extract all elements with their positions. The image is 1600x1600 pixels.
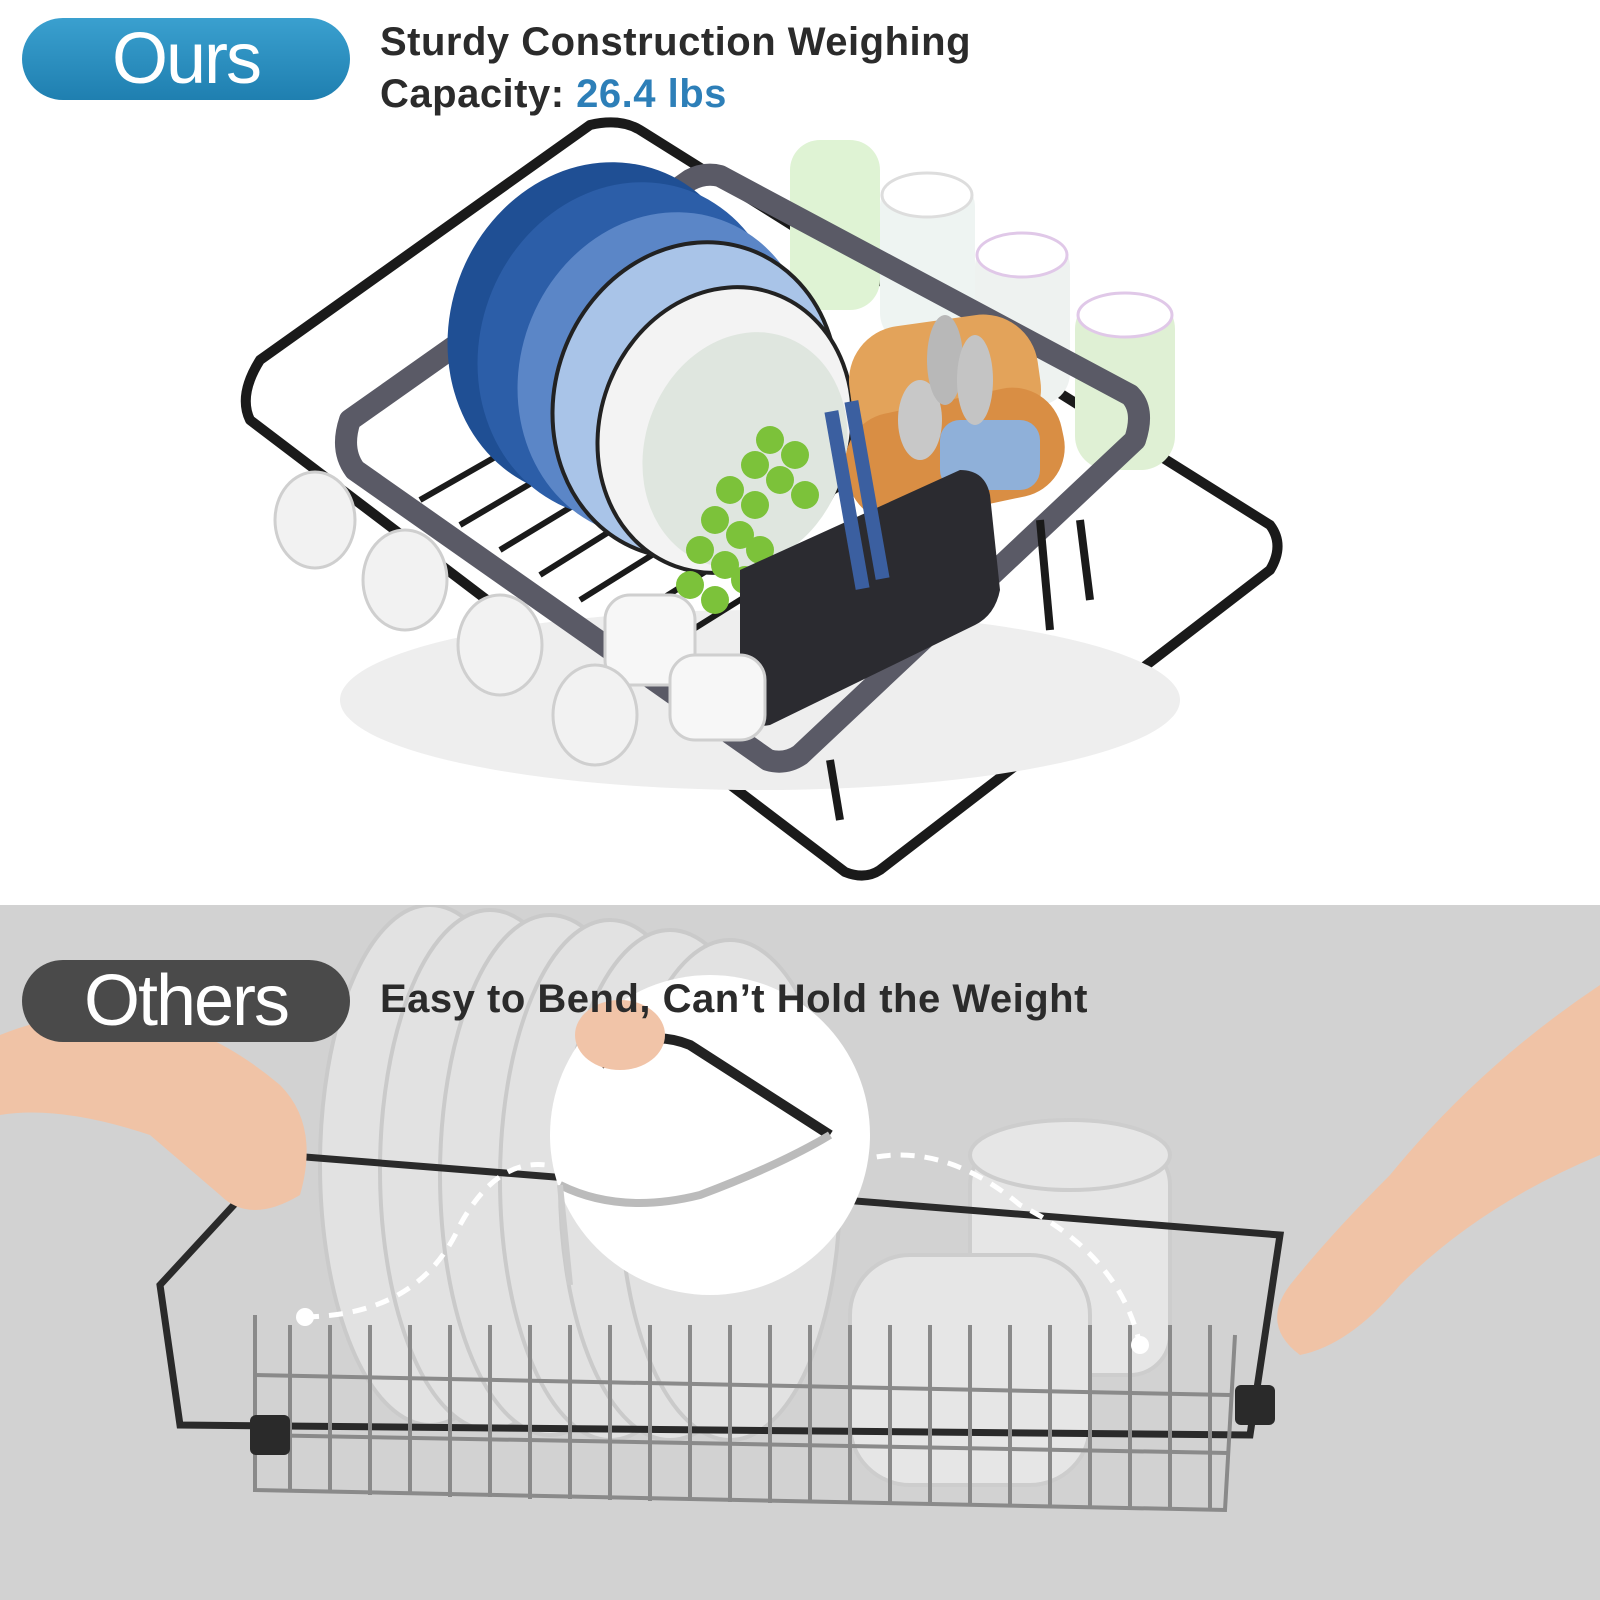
rack-legs — [826, 519, 1094, 821]
bend-point-right — [1131, 1336, 1149, 1354]
others-dish-rack-illustration — [0, 905, 1600, 1513]
ours-badge: Ours — [22, 18, 350, 100]
magnifier-circle — [550, 975, 870, 1295]
hands — [0, 985, 1600, 1355]
wire-basket — [156, 1151, 1285, 1513]
ours-panel: Ours Sturdy Construction Weighing Capaci… — [22, 16, 1283, 881]
others-badge: Others — [22, 960, 350, 1042]
basket-rim — [335, 163, 1150, 773]
bend-point-left — [296, 1308, 314, 1326]
ours-dish-rack-illustration — [240, 117, 1283, 881]
ours-capacity-label: Capacity: — [380, 72, 577, 116]
plates — [447, 162, 855, 575]
side-glasses — [273, 470, 639, 767]
others-panel: Others Easy to Bend, Can’t Hold the Weig… — [0, 905, 1600, 1600]
basket-feet — [250, 1385, 1275, 1455]
others-caption: Easy to Bend, Can’t Hold the Weight — [380, 977, 1088, 1021]
ours-caption: Sturdy Construction Weighing Capacity: 2… — [380, 16, 1080, 120]
front-cups — [603, 593, 767, 742]
ours-caption-line1: Sturdy Construction Weighing — [380, 20, 972, 64]
utensil-holder — [740, 315, 1000, 726]
ours-caption-line2: Capacity: 26.4 lbs — [380, 68, 1080, 120]
ours-capacity-value: 26.4 lbs — [576, 72, 727, 116]
